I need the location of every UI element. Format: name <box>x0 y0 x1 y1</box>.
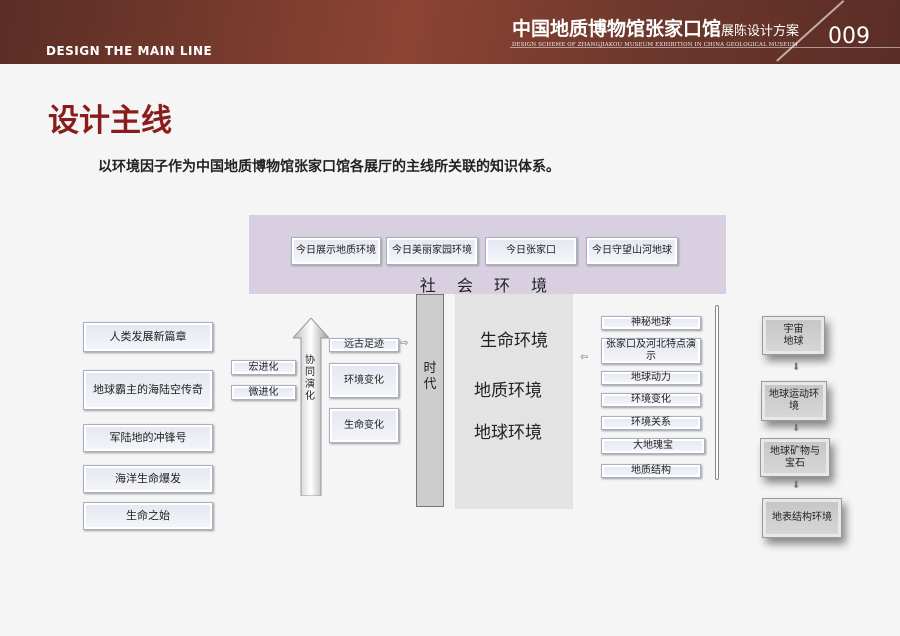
social-item: 今日张家口 <box>485 237 577 265</box>
up-arrow-icon <box>293 318 329 496</box>
right-list-item: 地球动力 <box>601 371 701 385</box>
down-arrow-icon: ⬇ <box>792 423 801 434</box>
left-item: 地球霸主的海陆空传奇 <box>83 370 213 410</box>
left-arrow-icon: ⇦ <box>580 352 589 363</box>
right-list-item: 环境变化 <box>601 393 701 407</box>
down-arrow-icon: ⬇ <box>792 480 801 491</box>
flow-item: 地表结构环境 <box>762 498 842 538</box>
header-subtitle: DESIGN SCHEME OF ZHANGJIAKOU MUSEUM EXHI… <box>512 42 798 48</box>
page-title: 设计主线 <box>48 103 172 139</box>
center-item: 地质环境 <box>474 381 542 401</box>
center-item: 生命环境 <box>480 331 548 351</box>
flow-item: 宇宙地球 <box>762 316 825 355</box>
down-arrow-icon: ⬇ <box>792 362 801 373</box>
header-title-suffix: 展陈设计方案 <box>721 24 800 39</box>
right-arrow-icon: ⇨ <box>400 338 409 349</box>
vertical-line <box>715 305 719 480</box>
center-item: 地球环境 <box>474 423 542 443</box>
left-item: 人类发展新篇章 <box>83 322 213 352</box>
evolution-item: 微进化 <box>231 385 296 400</box>
right-list-item: 神秘地球 <box>601 316 701 330</box>
divider <box>510 47 900 48</box>
left-item: 军陆地的冲锋号 <box>83 424 213 452</box>
header-title-main: 中国地质博物馆张家口馆 <box>512 18 722 40</box>
middle-item: 远古足迹 <box>329 338 399 352</box>
middle-item: 生命变化 <box>329 408 399 443</box>
header-banner: DESIGN THE MAIN LINE 中国地质博物馆张家口馆展陈设计方案 D… <box>0 0 900 64</box>
left-item: 海洋生命爆发 <box>83 465 213 493</box>
right-list-item: 张家口及河北特点演示 <box>601 338 701 364</box>
middle-item: 环境变化 <box>329 363 399 398</box>
flow-item: 地球矿物与宝石 <box>760 438 830 477</box>
right-list-item: 大地瑰宝 <box>601 438 705 454</box>
page-number: 009 <box>828 24 870 49</box>
social-item: 今日展示地质环境 <box>291 237 381 265</box>
evolution-item: 宏进化 <box>231 360 296 375</box>
description: 以环境因子作为中国地质博物馆张家口馆各展厅的主线所关联的知识体系。 <box>98 159 560 175</box>
left-item: 生命之始 <box>83 502 213 530</box>
era-bar: 时代 <box>416 294 444 507</box>
social-item: 今日美丽家园环境 <box>386 237 478 265</box>
social-label: 社 会 环 境 <box>419 276 556 295</box>
coevolution-label: 协同演化 <box>305 355 315 402</box>
flow-item: 地球运动环境 <box>761 381 827 421</box>
era-label: 时代 <box>423 361 437 392</box>
social-item: 今日守望山河地球 <box>586 237 678 265</box>
section-label: DESIGN THE MAIN LINE <box>46 44 213 58</box>
flow-label: 宇宙地球 <box>783 323 804 347</box>
right-list-item: 地质结构 <box>601 464 701 478</box>
header-title: 中国地质博物馆张家口馆展陈设计方案 <box>512 14 799 41</box>
right-list-item: 环境关系 <box>601 416 701 430</box>
center-panel: 生命环境 地质环境 地球环境 <box>455 294 573 509</box>
